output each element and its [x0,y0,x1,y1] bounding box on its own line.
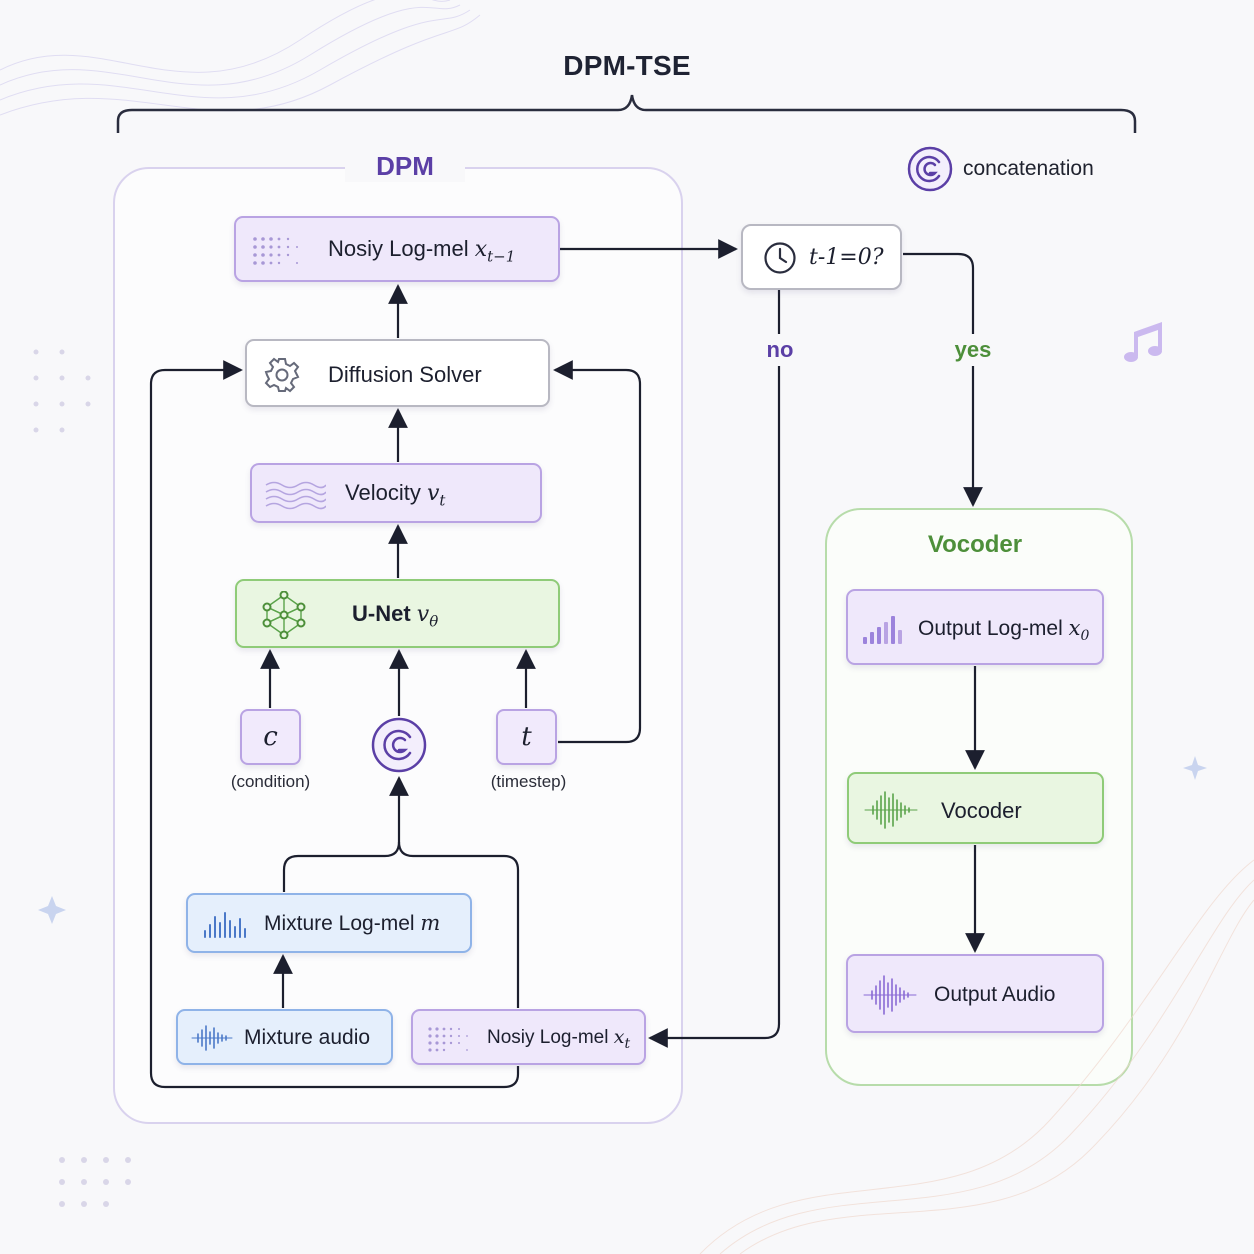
output-audio-node: Output Audio [846,954,1104,1033]
spectrogram-bars-icon [204,912,246,938]
noisy-logmel-prev-node: Nosiy Log-mel xt−1 [234,216,560,282]
sparkle-icon [1183,756,1207,780]
decorative-waves [0,0,481,116]
velocity-label: Velocity vt [345,480,446,510]
unet-node: U-Net vθ [235,579,560,648]
timestep-caption: (timestep) [490,772,567,791]
mixture-audio-label: Mixture audio [244,1026,371,1049]
vocoder-group-label: Vocoder [927,531,1023,558]
waveform-icon [863,975,917,1015]
bar-chart-icon [863,616,902,644]
sparkle-icon [38,896,66,924]
dpm-group-label: DPM [345,151,465,182]
termination-check-node: t-1=0? [741,224,902,290]
noisy-logmel-current-label: Nosiy Log-mel xt [487,1026,631,1052]
output-audio-label: Output Audio [934,983,1056,1006]
termination-check-label: t-1=0? [809,245,884,270]
noisy-logmel-current-node: Nosiy Log-mel xt [411,1009,646,1065]
wave-lines-icon [265,481,326,510]
vocoder-label: Vocoder [941,798,1022,823]
mixture-logmel-label: Mixture Log-mel m [264,911,441,935]
neural-network-icon [262,591,306,639]
waveform-icon [864,791,918,829]
condition-caption: (condition) [230,772,311,791]
output-logmel-label: Output Log-mel x0 [918,616,1090,645]
timestep-symbol: t [521,722,532,752]
condition-symbol: c [263,722,278,752]
mixture-audio-node: Mixture audio [176,1009,393,1065]
unet-label: U-Net vθ [352,601,439,631]
condition-node: c [240,709,301,765]
output-logmel-node: Output Log-mel x0 [846,589,1104,665]
concatenation-operator-icon [370,716,428,774]
velocity-node: Velocity vt [250,463,542,523]
branch-no-label: no [766,337,794,362]
noisy-logmel-prev-label: Nosiy Log-mel xt−1 [328,236,516,266]
concatenation-icon [906,145,954,193]
dot-grid-icon [428,1027,468,1052]
legend-label: concatenation [963,157,1094,180]
vocoder-node: Vocoder [847,772,1104,844]
timestep-node: t [496,709,557,765]
diffusion-solver-label: Diffusion Solver [328,362,482,387]
clock-icon [764,242,796,274]
branch-yes-label: yes [954,337,992,362]
dot-grid-icon [253,237,298,265]
diagram-title: DPM-TSE [563,50,691,81]
dpm-tse-brace [116,94,1137,133]
diffusion-solver-node: Diffusion Solver [245,339,550,407]
gear-icon [264,357,300,393]
music-note-icon [1124,322,1162,362]
waveform-icon [191,1025,233,1051]
decorative-waves-bottom [699,859,1254,1254]
mixture-logmel-node: Mixture Log-mel m [186,893,472,953]
decorative-dots [33,349,131,1207]
